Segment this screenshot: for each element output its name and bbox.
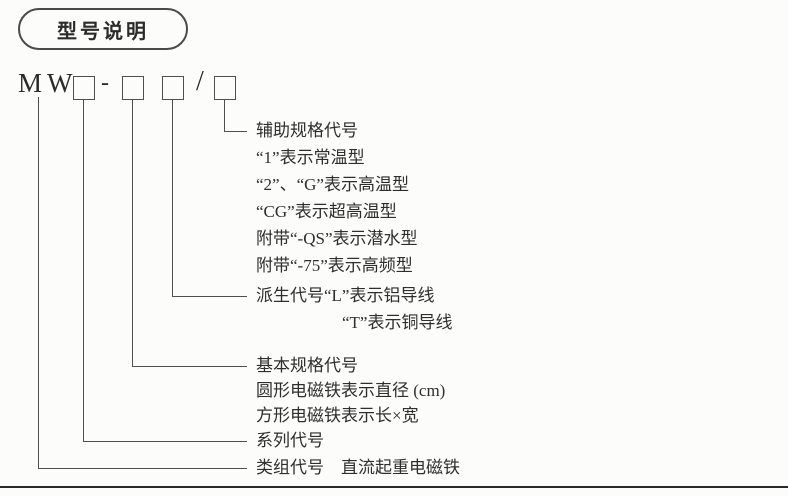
basic-spec-item-1: 圆形电磁铁表示直径 (cm) xyxy=(256,381,446,400)
bottom-divider xyxy=(0,486,788,488)
model-prefix: MW xyxy=(18,68,78,98)
aux-spec-item-2: “2”、“G”表示高温型 xyxy=(256,175,409,194)
derive-code-line-1: 派生代号“L”表示铝导线 xyxy=(256,286,435,305)
model-box-derive-code xyxy=(162,76,184,100)
model-box-basic-spec xyxy=(122,76,144,100)
model-box-aux-spec xyxy=(214,76,236,100)
basic-spec-item-2: 方形电磁铁表示长×宽 xyxy=(256,406,419,425)
model-dash: - xyxy=(101,70,109,96)
group-code-label: 类组代号 直流起重电磁铁 xyxy=(256,458,460,477)
connector-derive-vertical xyxy=(172,100,173,296)
model-box-series xyxy=(73,76,95,100)
aux-spec-title: 辅助规格代号 xyxy=(256,121,358,140)
basic-spec-title: 基本规格代号 xyxy=(256,356,358,375)
section-title: 型号说明 xyxy=(57,20,149,43)
aux-spec-item-1: “1”表示常温型 xyxy=(256,148,365,167)
aux-spec-item-4: 附带“-QS”表示潜水型 xyxy=(256,229,418,248)
connector-basic-vertical xyxy=(132,100,133,366)
section-title-badge: 型号说明 xyxy=(18,8,188,50)
connector-group-horizontal xyxy=(38,468,247,469)
series-code-label: 系列代号 xyxy=(256,431,324,450)
aux-spec-item-3: “CG”表示超高温型 xyxy=(256,202,397,221)
aux-spec-item-5: 附带“-75”表示高频型 xyxy=(256,256,413,275)
connector-aux-vertical xyxy=(224,100,225,131)
model-slash: / xyxy=(196,66,204,97)
connector-series-vertical xyxy=(83,100,84,441)
connector-group-vertical xyxy=(38,97,39,468)
connector-aux-horizontal xyxy=(224,131,247,132)
connector-derive-horizontal xyxy=(172,296,247,297)
connector-basic-horizontal xyxy=(132,366,247,367)
derive-code-line-2: “T”表示铜导线 xyxy=(342,313,453,332)
connector-series-horizontal xyxy=(83,441,247,442)
